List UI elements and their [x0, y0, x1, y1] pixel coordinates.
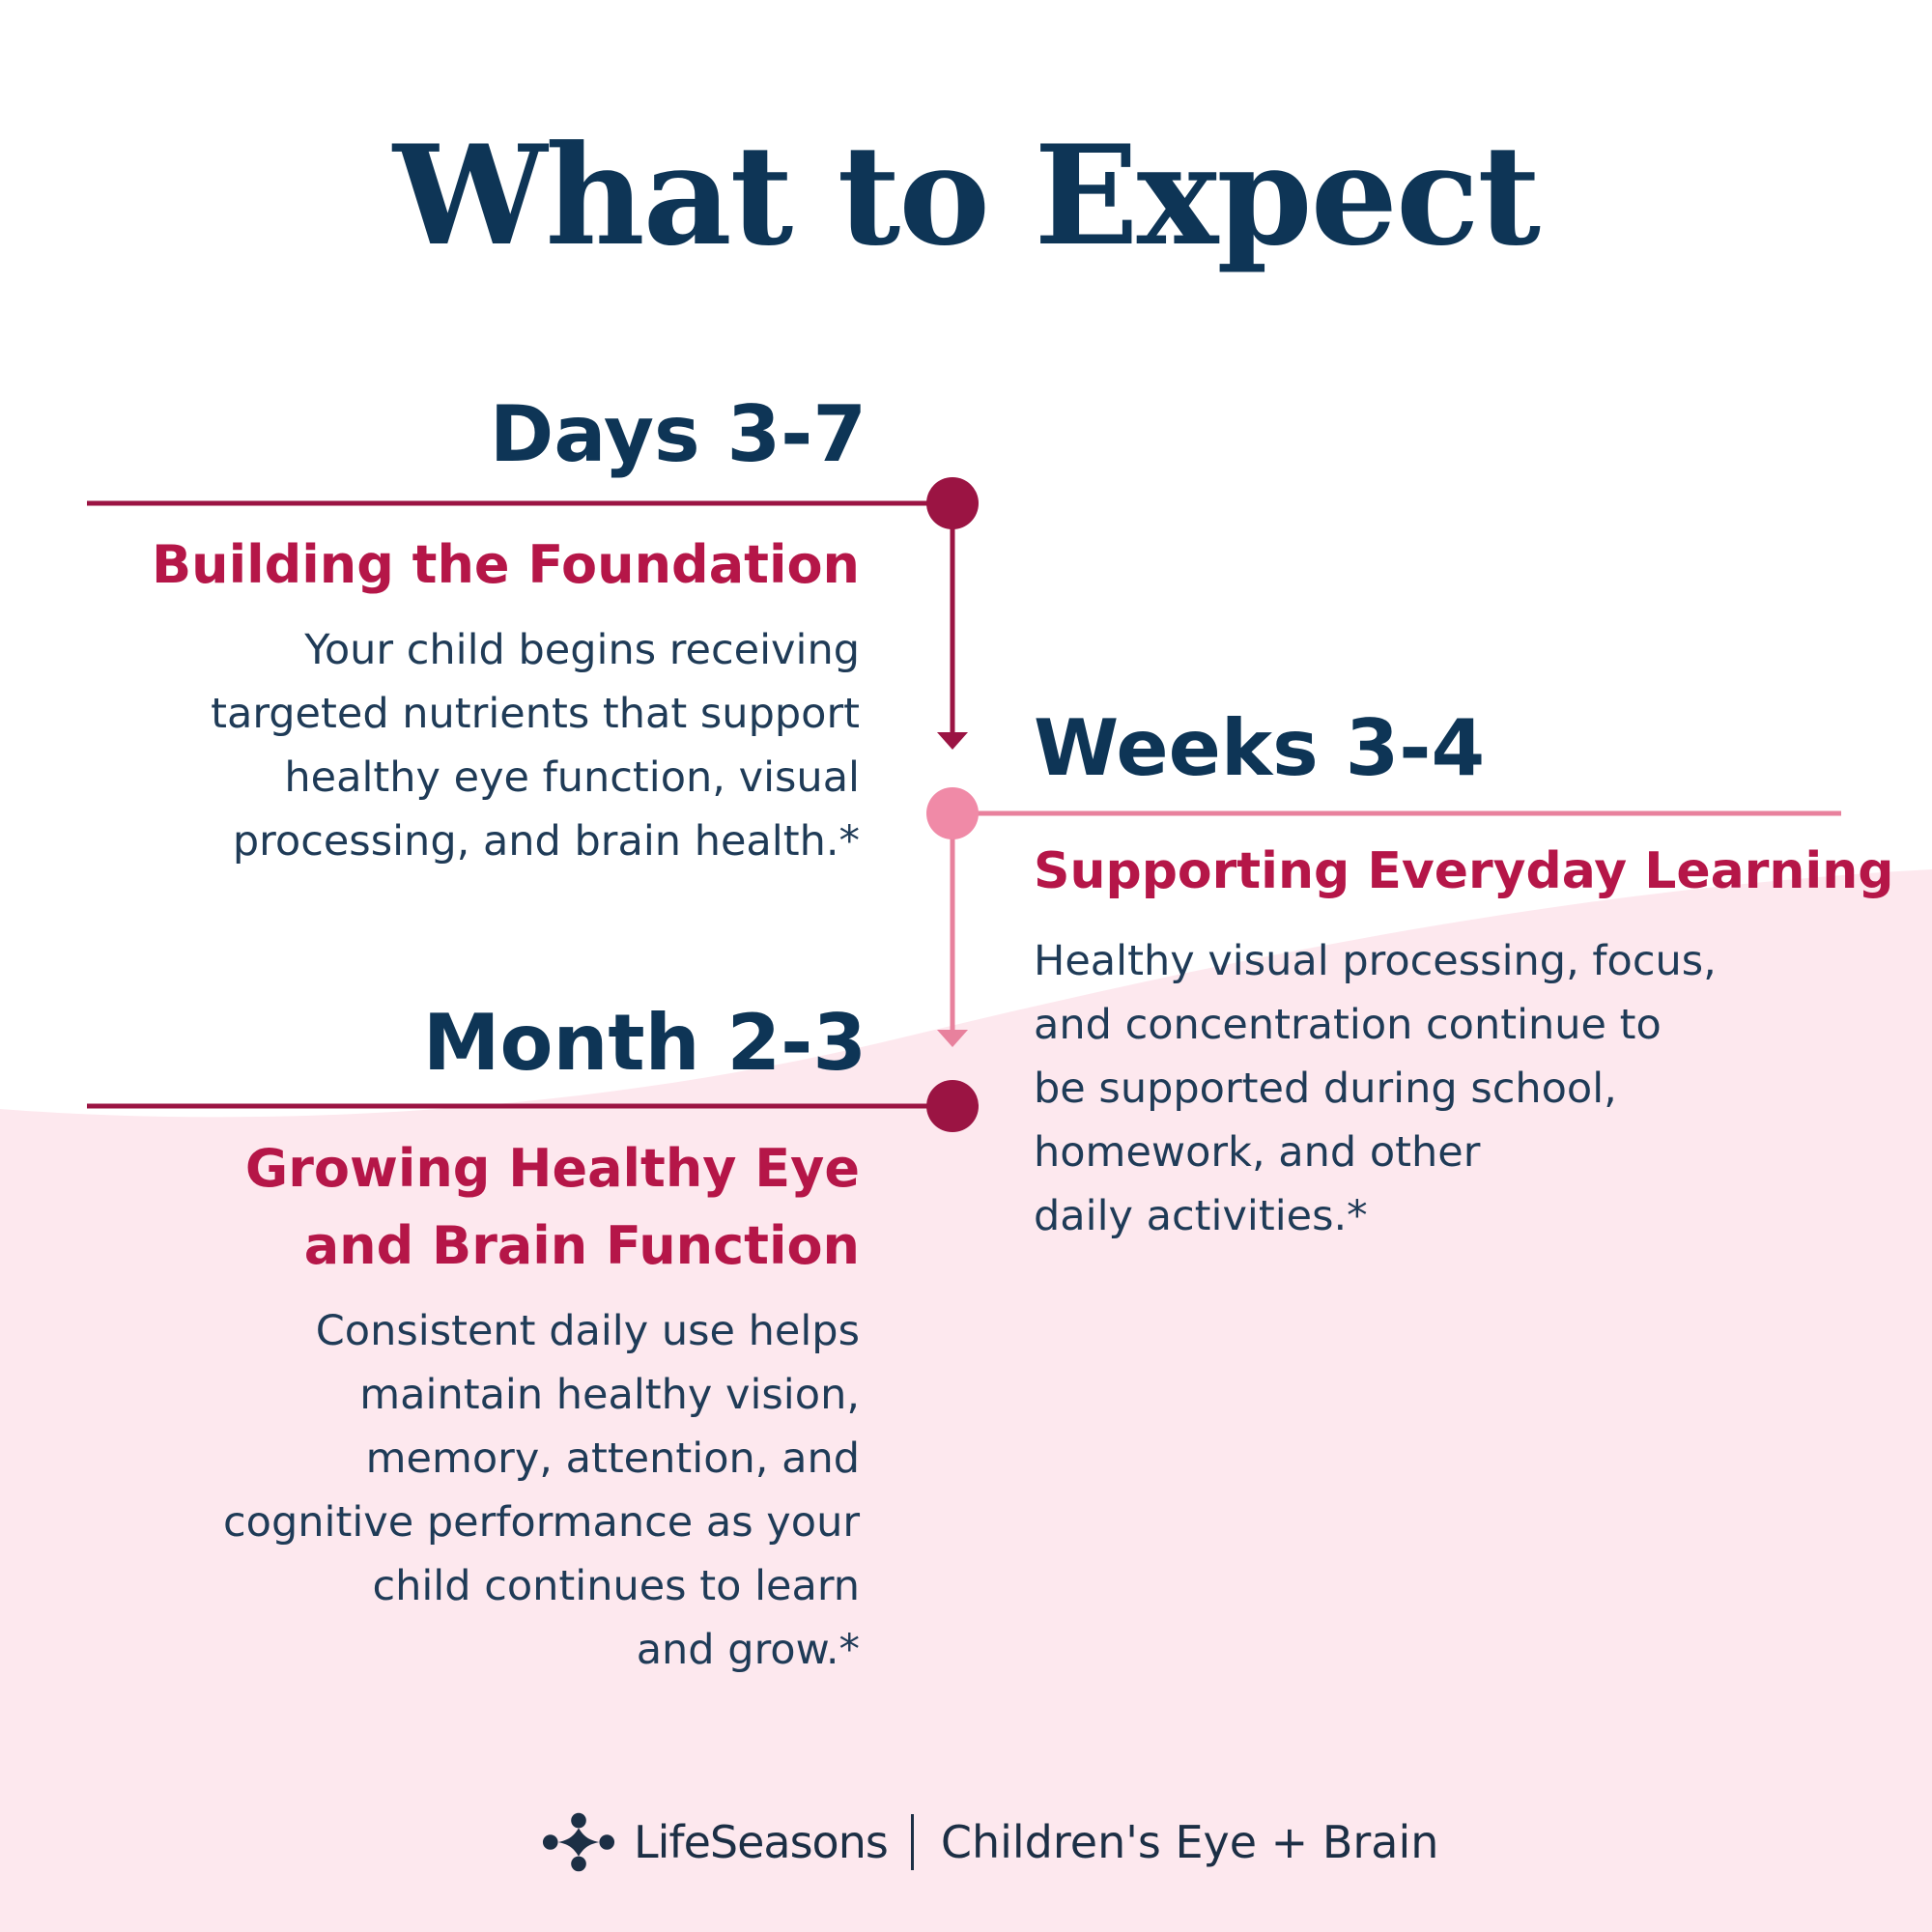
- heading-building-foundation: Building the Foundation: [151, 534, 860, 595]
- timeline-dot-month: [926, 1080, 979, 1132]
- timeline-dot-weeks: [926, 787, 979, 839]
- arrow-down-icon-2: [937, 1030, 968, 1047]
- weeks-line: and concentration continue to: [1034, 1001, 1662, 1049]
- period-days: Days 3-7: [489, 389, 867, 479]
- days-description: Your child begins receiving targeted nut…: [211, 618, 860, 873]
- month-line: cognitive performance as your: [223, 1498, 860, 1547]
- month-line: memory, attention, and: [365, 1435, 860, 1483]
- heading-supporting-learning: Supporting Everyday Learning: [1034, 842, 1894, 900]
- footer-divider: [910, 1814, 914, 1870]
- heading-line: Growing Healthy Eye: [244, 1138, 860, 1199]
- days-line: healthy eye function, visual: [284, 753, 860, 802]
- period-month: Month 2-3: [422, 998, 867, 1088]
- month-description: Consistent daily use helps maintain heal…: [223, 1299, 860, 1682]
- weeks-line: be supported during school,: [1034, 1065, 1617, 1113]
- month-line: child continues to learn: [372, 1562, 860, 1610]
- timeline-dot-days: [926, 477, 979, 529]
- weeks-line: Healthy visual processing, focus,: [1034, 937, 1717, 985]
- days-line: Your child begins receiving: [304, 626, 860, 674]
- product-name: Children's Eye + Brain: [940, 1816, 1439, 1868]
- weeks-line: daily activities.*: [1034, 1192, 1368, 1240]
- page-title: What to Expect: [392, 116, 1541, 276]
- month-line: Consistent daily use helps: [315, 1307, 860, 1355]
- heading-line: and Brain Function: [303, 1215, 860, 1276]
- lifeseasons-logo-icon: [542, 1812, 615, 1872]
- days-line: processing, and brain health.*: [232, 817, 860, 866]
- month-line: maintain healthy vision,: [359, 1371, 860, 1419]
- period-weeks: Weeks 3-4: [1034, 703, 1486, 793]
- month-line: and grow.*: [636, 1626, 860, 1674]
- footer-branding: LifeSeasons Children's Eye + Brain: [541, 1808, 1438, 1876]
- days-line: targeted nutrients that support: [211, 690, 860, 738]
- arrow-down-icon-1: [937, 732, 968, 750]
- brand-name: LifeSeasons: [634, 1816, 889, 1868]
- heading-growing-function: Growing Healthy Eye and Brain Function: [245, 1130, 860, 1285]
- weeks-line: homework, and other: [1034, 1128, 1481, 1177]
- weeks-description: Healthy visual processing, focus, and co…: [1034, 929, 1717, 1248]
